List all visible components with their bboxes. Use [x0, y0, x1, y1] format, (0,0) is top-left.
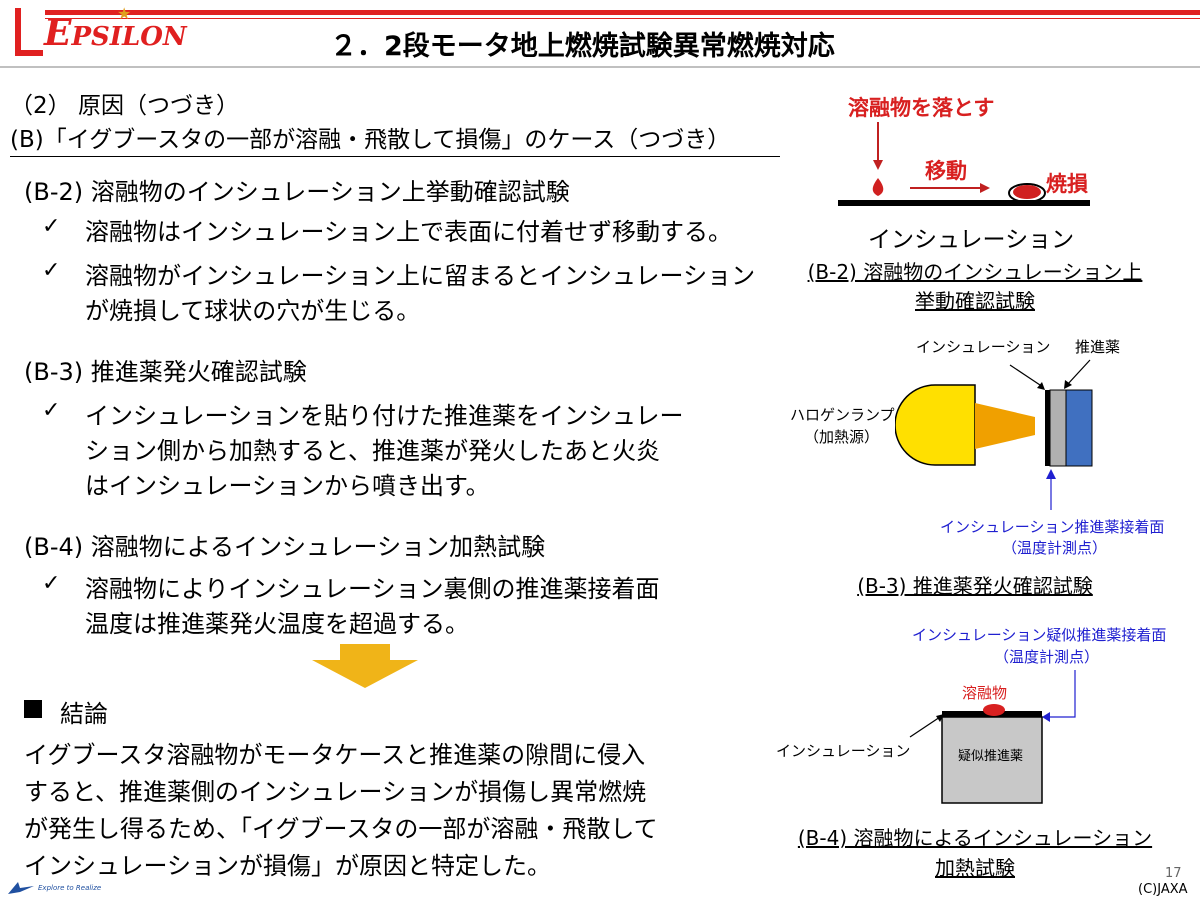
b3-bullet-line-2: ション側から加熱すると、推進薬が発火したあと火炎 — [85, 437, 661, 465]
fig-b3-point-label-line-2: （温度計測点） — [1002, 539, 1108, 557]
conclusion-line-4: インシュレーションが損傷」が原因と特定した。 — [24, 852, 552, 880]
section-heading: （2） 原因（つづき） — [10, 93, 239, 119]
fig-b2-diagram — [838, 122, 1090, 206]
conclusion-line-3: が発生し得るため、「イグブースタの一部が溶融・飛散して — [24, 815, 658, 843]
fig-b4-dummy-label: 疑似推進薬 — [958, 749, 1024, 764]
fig-b2-caption-line-1: (B-2) 溶融物のインシュレーション上 — [807, 260, 1143, 284]
header-red-horizontal-bar — [15, 50, 43, 56]
fig-b2-burn-label: 焼損 — [1046, 172, 1088, 196]
epsilon-logo: EPSILON — [44, 12, 187, 54]
slide-title: ２．2段モータ地上燃焼試験異常燃焼対応 — [330, 31, 835, 62]
page-number: 17 — [1165, 866, 1182, 881]
b3-bullet-line-3: はインシュレーションから噴き出す。 — [85, 472, 490, 500]
b3-heading: (B-3) 推進薬発火確認試験 — [24, 358, 307, 386]
conclusion-line-1: イグブースタ溶融物がモータケースと推進薬の隙間に侵入 — [24, 741, 646, 769]
check-icon: ✓ — [42, 214, 61, 239]
fig-b4-melt-label: 溶融物 — [962, 684, 1008, 702]
check-icon: ✓ — [42, 398, 61, 423]
header-red-vertical-bar — [15, 8, 21, 56]
fig-b3-point-label-line-1: インシュレーション推進薬接着面 — [940, 518, 1165, 536]
check-icon: ✓ — [42, 571, 61, 596]
fig-b4-caption-line-2: 加熱試験 — [935, 856, 1015, 880]
fig-b2-insulation-label: インシュレーション — [868, 227, 1075, 253]
b4-heading: (B-4) 溶融物によるインシュレーション加熱試験 — [24, 533, 546, 561]
b2-bullet-2-line-2: が焼損して球状の穴が生じる。 — [85, 297, 421, 325]
footer-tagline: Explore to Realize — [38, 884, 102, 892]
b4-bullet-line-2: 温度は推進薬発火温度を超過する。 — [85, 610, 469, 638]
fig-b4-point-label-line-2: （温度計測点） — [994, 648, 1100, 666]
check-icon: ✓ — [42, 258, 61, 283]
b4-bullet-line-1: 溶融物によりインシュレーション裏側の推進薬接着面 — [85, 575, 660, 603]
b2-heading: (B-2) 溶融物のインシュレーション上挙動確認試験 — [24, 178, 570, 206]
down-arrow-icon — [312, 644, 418, 688]
fig-b3-lamp-label-line-1: ハロゲンランプ — [790, 406, 895, 424]
jaxa-logo-icon — [8, 882, 34, 894]
header-red-top-line — [45, 10, 1200, 15]
square-bullet-icon — [24, 700, 42, 718]
conclusion-heading: 結論 — [60, 700, 108, 728]
b2-bullet-2-line-1: 溶融物がインシュレーション上に留まるとインシュレーション — [85, 262, 756, 290]
fig-b4-diagram — [909, 670, 1076, 804]
conclusion-line-2: すると、推進薬側のインシュレーションが損傷し異常燃焼 — [24, 778, 647, 806]
fig-b4-caption-line-1: (B-4) 溶融物によるインシュレーション — [797, 826, 1153, 850]
fig-b3-caption: (B-3) 推進薬発火確認試験 — [857, 574, 1093, 598]
b2-bullet-1: 溶融物はインシュレーション上で表面に付着せず移動する。 — [85, 218, 733, 246]
fig-b3-propellant-label: 推進薬 — [1075, 338, 1121, 356]
fig-b2-drop-label: 溶融物を落とす — [848, 96, 995, 120]
fig-b4-point-label-line-1: インシュレーション疑似推進薬接着面 — [912, 626, 1167, 644]
header-divider — [0, 66, 1200, 68]
fig-b2-caption-line-2: 挙動確認試験 — [915, 289, 1035, 313]
fig-b3-diagram — [895, 359, 1093, 510]
fig-b3-insulation-label: インシュレーション — [916, 338, 1051, 356]
logo-star-icon: ★ — [117, 4, 132, 23]
fig-b3-lamp-label-line-2: （加熱源） — [804, 428, 880, 446]
copyright: (C)JAXA — [1138, 882, 1188, 897]
header-red-thin-line — [45, 18, 1200, 19]
fig-b4-insulation-label: インシュレーション — [776, 742, 911, 760]
section-subheading: (B)「イグブースタの一部が溶融・飛散して損傷」のケース（つづき） — [10, 120, 780, 157]
b3-bullet-line-1: インシュレーションを貼り付けた推進薬をインシュレー — [85, 402, 684, 430]
fig-b2-move-label: 移動 — [925, 159, 967, 183]
